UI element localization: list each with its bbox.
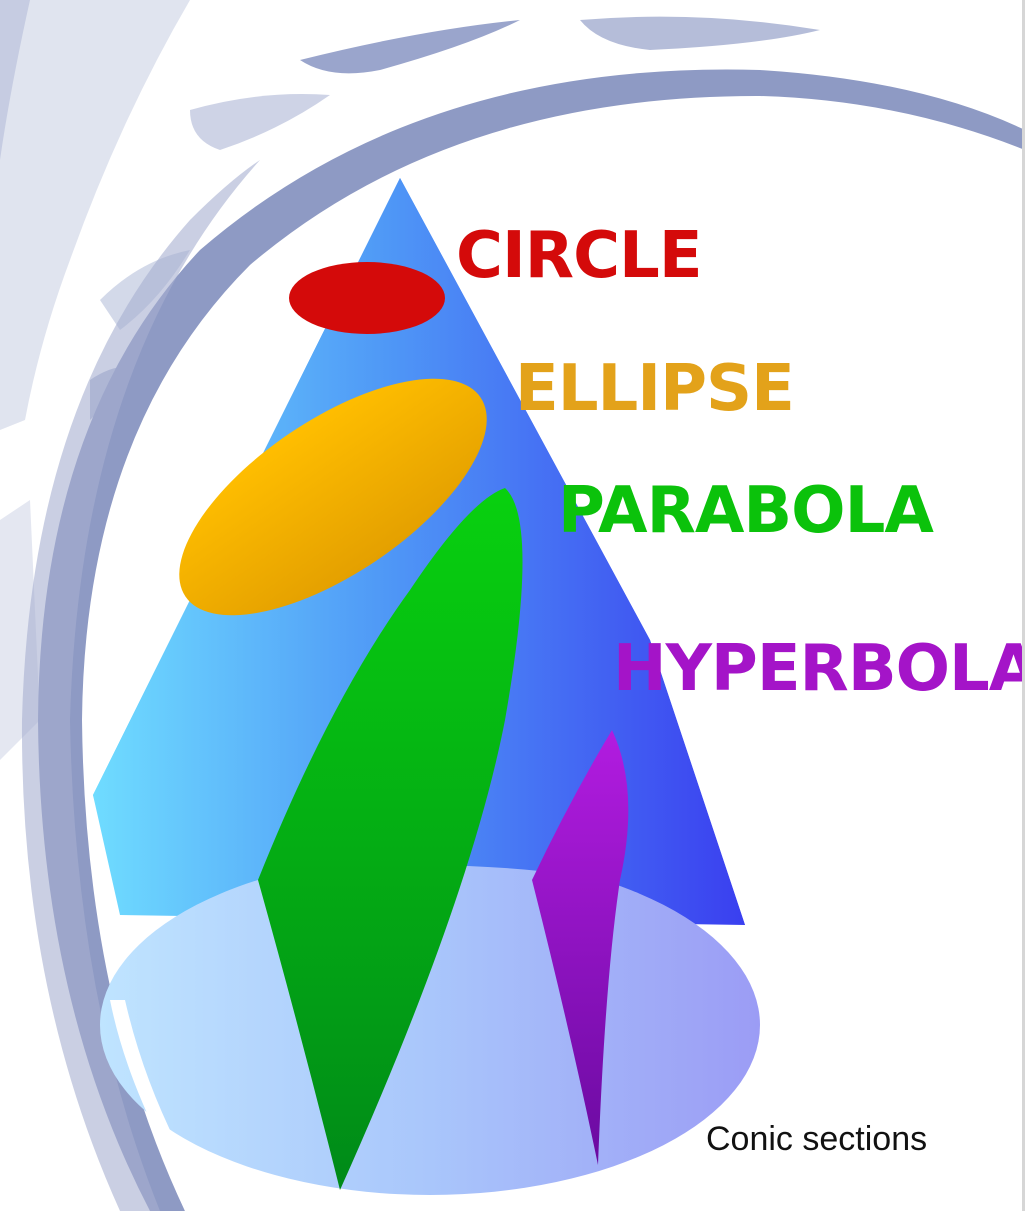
label-hyperbola: HYPERBOLA — [613, 632, 1025, 706]
label-circle: CIRCLE — [456, 219, 702, 293]
label-ellipse: ELLIPSE — [515, 352, 794, 426]
circle-section — [289, 262, 445, 334]
caption: Conic sections — [706, 1120, 927, 1159]
label-parabola: PARABOLA — [558, 474, 934, 548]
